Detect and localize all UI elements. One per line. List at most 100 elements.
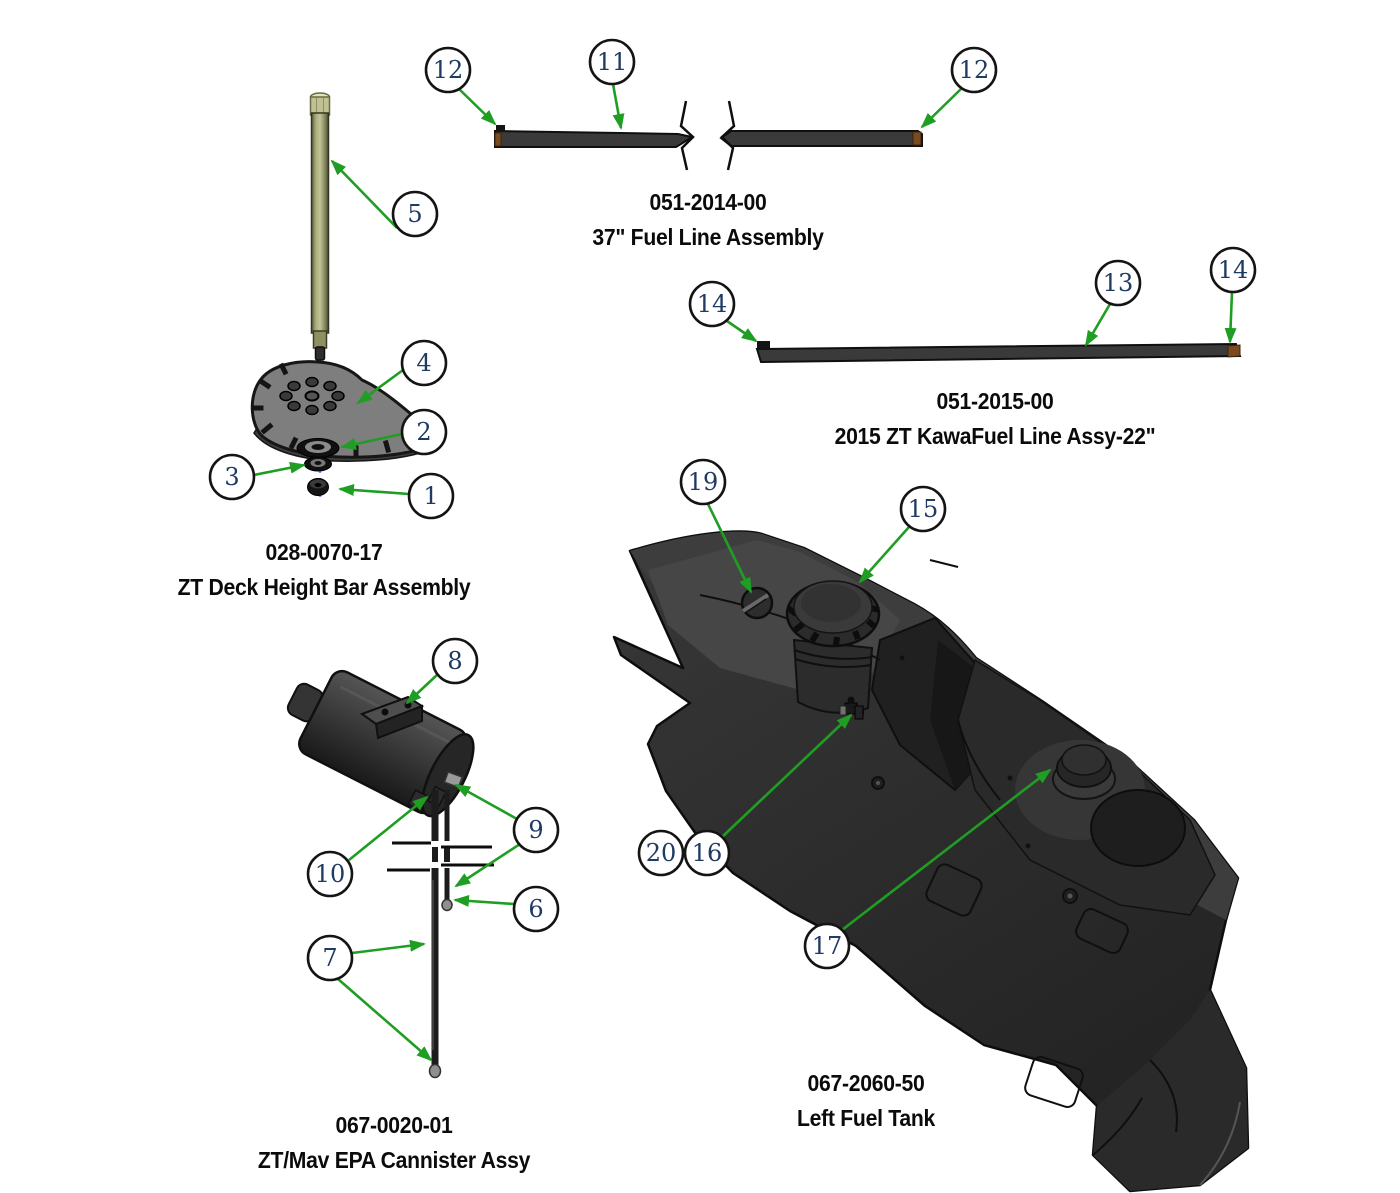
leader-2 [340,432,403,450]
callout-11-number: 11 [597,48,628,76]
lock-washer [304,456,332,472]
callout-10-number: 10 [315,860,346,888]
tray-round-pocket [1090,789,1186,867]
label-fuel-line-22: 051-2015-00 2015 ZT KawaFuel Line Assy-2… [835,384,1156,454]
callout-1: 1 [407,472,455,520]
callout-8: 8 [431,637,479,685]
cannister-hoses [387,790,494,1079]
flat-washer [296,438,340,458]
leader-9b [454,842,521,888]
callout-19: 19 [679,458,727,506]
callout-8-number: 8 [447,647,462,675]
callout-7-number: 7 [322,944,337,972]
callout-17-number: 17 [812,932,843,960]
deck-height-bar-assembly [250,92,437,500]
fuel-cap [785,580,881,648]
hose-end-tip [428,1063,442,1079]
callout-4-number: 4 [416,349,431,377]
epa-cannister-assembly [286,669,494,1079]
hex-nut [307,478,329,496]
rod-lower-step [312,330,328,349]
tank-highlight [1199,1101,1241,1186]
leader-9a [454,783,518,821]
callout-12-right: 12 [950,46,998,94]
part-name: 37" Fuel Line Assembly [592,224,824,250]
callout-20: 20 [637,829,685,877]
callout-6: 6 [512,885,560,933]
label-fuel-line-37: 051-2014-00 37" Fuel Line Assembly [592,185,824,255]
leader-19 [706,503,753,594]
callout-12-left: 12 [424,46,472,94]
part-number: 067-2060-50 [807,1070,925,1096]
callout-20-number: 20 [646,839,677,867]
part-name: ZT/Mav EPA Cannister Assy [257,1147,531,1173]
callout-12-left-number: 12 [433,56,464,84]
leader-1 [338,484,410,496]
fuel-line-right-fitting [912,131,922,146]
leader-14-right [1224,291,1237,344]
hose-mid [432,847,450,862]
part-number: 028-0070-17 [265,539,383,565]
callout-19-number: 19 [688,468,719,496]
rollover-vent [740,586,774,620]
fuel-cap-ribs [786,591,880,646]
cam-hole-ring [279,376,345,416]
label-left-fuel-tank: 067-2060-50 Left Fuel Tank [797,1066,935,1136]
callout-7: 7 [306,934,354,982]
cam-center-hole [304,390,320,402]
part-name: ZT Deck Height Bar Assembly [177,574,471,600]
part-name: 2015 ZT KawaFuel Line Assy-22" [834,423,1156,449]
callout-3: 3 [208,453,256,501]
fuel-line-left-clamp [496,125,505,132]
callout-13-number: 13 [1103,269,1134,297]
leader-11 [611,83,625,130]
fuel-line-right-segment [719,130,923,147]
callout-2: 2 [400,408,448,456]
callout-9: 9 [512,806,560,854]
callout-12-right-number: 12 [959,56,990,84]
leader-8 [405,673,439,705]
callout-6-number: 6 [528,895,543,923]
leader-7b [337,978,433,1062]
callout-3-number: 3 [224,463,239,491]
part-number: 051-2014-00 [649,189,767,215]
rod-threaded-tip [314,346,326,361]
fuel-line-37-assembly [494,100,923,171]
callout-5-number: 5 [407,200,422,228]
label-epa-cannister: 067-0020-01 ZT/Mav EPA Cannister Assy [258,1108,530,1178]
leader-7a [351,939,426,955]
callout-15-number: 15 [908,495,939,523]
callout-13: 13 [1094,259,1142,307]
callout-11: 11 [588,38,636,86]
break-mark [679,100,695,171]
callout-14-right: 14 [1209,246,1257,294]
callout-5: 5 [391,190,439,238]
tank-screw-details [871,655,1078,904]
callout-balloons: 1 2 3 4 5 6 7 8 9 10 11 12 12 13 14 14 1… [208,38,1257,982]
label-deck-height-bar: 028-0070-17 ZT Deck Height Bar Assembly [178,535,471,605]
callout-9-number: 9 [528,816,543,844]
callout-14-left: 14 [688,280,736,328]
leader-5 [330,159,398,229]
leader-15 [858,526,910,584]
leader-14-left [726,319,758,343]
leader-3 [253,461,306,477]
hose-fitting-gray [443,770,464,789]
part-number: 067-0020-01 [335,1112,453,1138]
break-mark [720,100,736,171]
fuel-line-body [755,342,1242,364]
part-number: 051-2015-00 [936,388,1054,414]
leader-16 [721,713,853,838]
fuel-filler-neck [792,638,874,714]
fuel-line-left-clamp [757,341,770,349]
fuel-line-right-fitting [1227,344,1241,358]
leader-17 [841,768,1052,932]
height-bar-rod [310,112,330,334]
callout-17: 17 [803,922,851,970]
fuel-line-22-assembly [755,341,1242,364]
callout-14-left-number: 14 [697,290,728,318]
leader-12-right [920,87,963,129]
hose-end-tip [441,898,453,912]
callout-10: 10 [306,850,354,898]
